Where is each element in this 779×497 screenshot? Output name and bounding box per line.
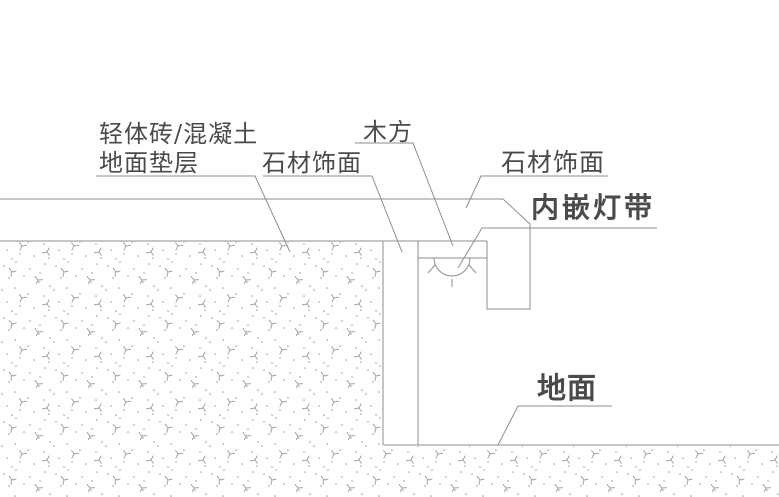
label-stone-veneer-left: 石材饰面 (262, 149, 362, 177)
ground-fill-hatch (383, 446, 779, 497)
slab-top-and-nosing-outline (0, 198, 531, 310)
leader-wood-block (355, 142, 454, 247)
label-cushion-layer-line2: 地面垫层 (99, 149, 199, 177)
leader-ground (497, 405, 612, 446)
lamp-arc (433, 257, 471, 277)
lamp-rays (427, 264, 477, 287)
leader-embedded-light-strip (457, 227, 657, 269)
label-ground: 地面 (537, 371, 598, 405)
leader-stone-veneer-left (263, 175, 403, 253)
label-stone-veneer-right: 石材饰面 (501, 148, 606, 177)
leader-stone-veneer-right (465, 175, 608, 209)
leader-lines (96, 142, 657, 446)
label-cushion-layer-line1: 轻体砖/混凝土 (99, 120, 259, 148)
recessed-light-icon (427, 257, 477, 287)
label-embedded-light-strip: 内嵌灯带 (531, 191, 656, 224)
leader-cushion-layer (96, 175, 291, 253)
cushion-fill-hatch (0, 242, 383, 497)
structure-lines (0, 198, 779, 446)
label-wood-block: 木方 (363, 118, 413, 146)
